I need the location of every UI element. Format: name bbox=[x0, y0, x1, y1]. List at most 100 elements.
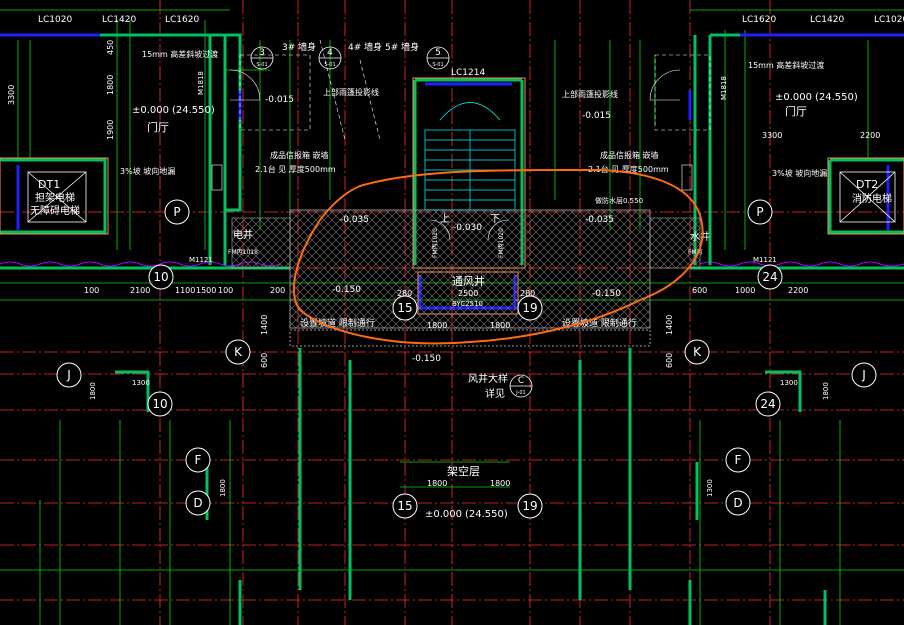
axis-label: F bbox=[195, 453, 202, 467]
elevator-name: 担架电梯 bbox=[35, 191, 75, 204]
callout-number: 3 bbox=[259, 48, 265, 58]
level-mark: -0.015 bbox=[265, 95, 294, 105]
right-wing-dims: 3300 2200 600 1000 2200 1400 600 bbox=[665, 131, 880, 368]
axis-label: 19 bbox=[522, 499, 537, 513]
window-tag: LC1020 bbox=[38, 15, 72, 25]
dim-text: 1800 bbox=[106, 75, 115, 95]
level-mark: ±0.000 bbox=[425, 509, 462, 520]
redline-markup[interactable] bbox=[292, 168, 704, 345]
door-tag: M1818 bbox=[720, 76, 728, 100]
center-annotations: 上 下 -0.030 FM丙1020 FM丙1020 通风井 2500 BYC2… bbox=[397, 196, 643, 520]
stair-down: 下 bbox=[490, 214, 500, 225]
step-band bbox=[289, 329, 651, 347]
elevator-name: 消防电梯 bbox=[852, 192, 892, 205]
dim-text: 1900 bbox=[106, 120, 115, 140]
callout-ref: S-01 bbox=[324, 62, 335, 68]
elevator-id: DT2 bbox=[856, 178, 878, 191]
bench-note: 成品信报箱 嵌墙 bbox=[270, 150, 329, 160]
dim-text: 2100 bbox=[130, 286, 150, 295]
axis-bubble bbox=[725, 490, 751, 516]
dim-text: 200 bbox=[270, 286, 285, 295]
room-name: 门厅 bbox=[147, 120, 169, 134]
dim-text: 1000 bbox=[735, 286, 755, 295]
room-name: 门厅 bbox=[785, 104, 807, 118]
detail-ref: 详见 bbox=[485, 387, 505, 400]
slope-note: 3%坡 坡向地漏 bbox=[120, 166, 175, 176]
dim-text: 1400 bbox=[665, 315, 674, 335]
hatched-floor-left bbox=[231, 217, 291, 269]
left-wing-dims: 450 1800 1900 3300 100 2100 1100 1500 10… bbox=[7, 40, 285, 368]
elevator-name: 无障碍电梯 bbox=[30, 204, 80, 217]
shaft-name: 通风井 bbox=[452, 274, 485, 288]
dim-text: 2200 bbox=[860, 131, 880, 140]
right-wing-annotations: 15mm 高差斜坡过渡 ±0.000 (24.550) 门厅 M1818 -0.… bbox=[562, 60, 892, 329]
shaft-dim: 2500 bbox=[458, 289, 478, 298]
callout-number: 4 bbox=[327, 48, 333, 58]
elevators bbox=[27, 171, 896, 223]
axis-bubble bbox=[517, 493, 543, 519]
wall-note: 3# 墙身 bbox=[282, 41, 316, 53]
axis-bubble bbox=[147, 391, 173, 417]
dim-text: 1500 bbox=[196, 286, 216, 295]
door-tag: FM丙1020 bbox=[432, 228, 439, 258]
level-mark: ±0.000 bbox=[132, 105, 169, 116]
axis-label: 15 bbox=[397, 301, 412, 315]
axis-label: F bbox=[735, 453, 742, 467]
callout-ref: J-01 bbox=[515, 390, 525, 396]
dim-text: 1800 bbox=[822, 382, 830, 400]
dim-text: 100 bbox=[84, 286, 99, 295]
dim-text: 600 bbox=[665, 353, 674, 368]
detail-name: 风井大样 bbox=[468, 372, 508, 385]
axis-label: K bbox=[234, 345, 243, 359]
axis-bubble bbox=[225, 339, 251, 365]
dashed-outlines bbox=[239, 39, 711, 141]
window-tag: LC1420 bbox=[102, 15, 136, 25]
axis-label: 24 bbox=[762, 270, 777, 284]
dim-text: 450 bbox=[106, 40, 115, 55]
axis-bubble bbox=[148, 264, 174, 290]
slope-note: 15mm 高差斜坡过渡 bbox=[142, 49, 218, 59]
shaft-tag: BYC2510 bbox=[452, 300, 483, 308]
axis-label: P bbox=[173, 205, 180, 219]
slope-note: 做防水层0.550 bbox=[595, 196, 643, 205]
level-mark: (24.550) bbox=[815, 92, 858, 103]
ramp-note: 设置坡道 限制通行 bbox=[300, 317, 375, 329]
axis-bubble-labels: P P 10 24 15 19 K K J J 10 24 F F D D 15… bbox=[66, 205, 866, 513]
left-wing-annotations: 15mm 高差斜坡过渡 3# 墙身 4# 墙身 5# 墙身 ±0.000 (24… bbox=[30, 41, 419, 329]
level-mark: -0.030 bbox=[453, 223, 482, 233]
door-tag: FM丙1020 bbox=[498, 228, 505, 258]
door-tag: M1121 bbox=[753, 256, 777, 264]
dim-text: 1300 bbox=[780, 379, 798, 387]
hatched-floor-right bbox=[649, 217, 701, 269]
level-mark: -0.150 bbox=[592, 289, 621, 299]
dim-text: 1800 bbox=[490, 321, 510, 330]
dim-text: 1100 bbox=[175, 286, 195, 295]
level-mark: -0.150 bbox=[332, 285, 361, 295]
dim-text: 280 bbox=[520, 289, 535, 298]
dim-text: 600 bbox=[260, 353, 269, 368]
walls bbox=[0, 33, 904, 625]
wall-note: 4# 墙身 5# 墙身 bbox=[348, 41, 419, 53]
axis-label: 19 bbox=[522, 301, 537, 315]
window-tag: LC1420 bbox=[810, 15, 844, 25]
level-mark: -0.015 bbox=[582, 111, 611, 121]
axis-label: J bbox=[861, 368, 866, 382]
level-mark: -0.035 bbox=[340, 215, 369, 225]
hatched-floor bbox=[289, 209, 651, 329]
axis-bubble bbox=[185, 490, 211, 516]
callout-ref: S-01 bbox=[432, 62, 443, 68]
axis-label: K bbox=[693, 345, 702, 359]
axis-bubble-group bbox=[56, 199, 877, 519]
window-tags: LC1020 LC1420 LC1620 LC1214 LC1620 LC142… bbox=[38, 15, 904, 78]
level-mark: ±0.000 bbox=[775, 92, 812, 103]
callout-number: 5 bbox=[435, 48, 441, 58]
axis-bubble bbox=[164, 199, 190, 225]
dim-text: 3300 bbox=[7, 85, 16, 105]
axis-bubble bbox=[56, 362, 82, 388]
axis-label: 10 bbox=[153, 270, 168, 284]
dim-text: 600 bbox=[692, 286, 707, 295]
level-mark: (24.550) bbox=[172, 105, 215, 116]
ramp-note: 设置坡道 限制通行 bbox=[562, 317, 637, 329]
stair-up: 上 bbox=[440, 213, 450, 225]
